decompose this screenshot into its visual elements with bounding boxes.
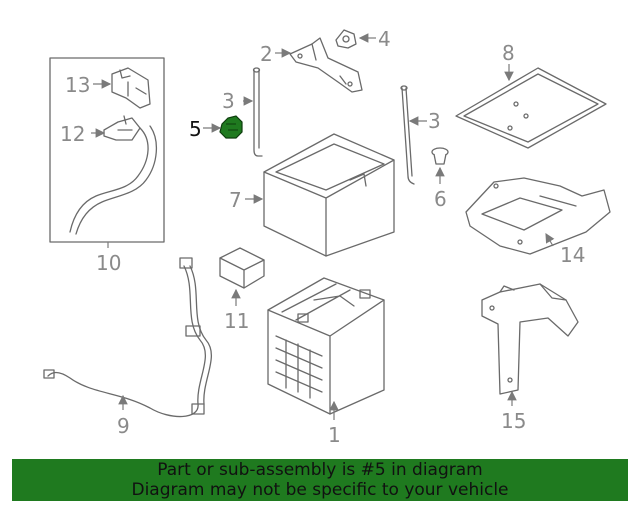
part-15-bracket bbox=[481, 283, 579, 395]
callout-11: 11 bbox=[224, 309, 249, 333]
callout-1: 1 bbox=[328, 423, 341, 447]
callout-4: 4 bbox=[378, 27, 391, 51]
callout-5: 5 bbox=[189, 117, 202, 141]
part-8-pad bbox=[455, 67, 607, 149]
diagram-disclaimer-banner: Part or sub-assembly is #5 in diagram Di… bbox=[12, 459, 628, 501]
part-7-tray-box bbox=[263, 133, 395, 257]
part-3-rod-right bbox=[400, 85, 415, 185]
part-13-bracket bbox=[111, 67, 151, 109]
part-4-nut bbox=[335, 29, 357, 49]
banner-line-1: Part or sub-assembly is #5 in diagram bbox=[157, 460, 483, 480]
part-10-hose bbox=[69, 125, 157, 235]
callout-15: 15 bbox=[501, 409, 526, 433]
callout-2: 2 bbox=[260, 42, 273, 66]
leader-lines bbox=[91, 33, 555, 420]
callout-12: 12 bbox=[60, 122, 85, 146]
part-3-rod-left bbox=[252, 67, 263, 157]
part-1-battery bbox=[267, 277, 385, 415]
callout-9: 9 bbox=[117, 414, 130, 438]
part-2-bracket bbox=[289, 37, 363, 93]
part-12-clip bbox=[103, 115, 141, 141]
parts-diagram: 13 12 10 2 4 3 3 5 8 6 7 14 11 1 9 15 bbox=[43, 27, 611, 447]
part-11-cover bbox=[219, 247, 265, 289]
part-9-cable bbox=[43, 257, 212, 418]
part-5-shape bbox=[219, 115, 243, 139]
banner-line-2: Diagram may not be specific to your vehi… bbox=[131, 480, 509, 500]
callout-3-left: 3 bbox=[222, 89, 235, 113]
callout-labels: 13 12 10 2 4 3 3 5 8 6 7 14 11 1 9 15 bbox=[60, 27, 585, 447]
callout-6: 6 bbox=[434, 187, 447, 211]
callout-10: 10 bbox=[96, 251, 121, 275]
callout-14: 14 bbox=[560, 243, 585, 267]
part-10-group-box bbox=[49, 57, 165, 243]
part-5-highlighted bbox=[219, 115, 243, 139]
callout-3-right: 3 bbox=[428, 109, 441, 133]
callout-13: 13 bbox=[65, 73, 90, 97]
part-14-plate bbox=[465, 177, 611, 255]
part-6-grommet bbox=[431, 147, 449, 165]
callout-7: 7 bbox=[229, 188, 242, 212]
callout-8: 8 bbox=[502, 41, 515, 65]
